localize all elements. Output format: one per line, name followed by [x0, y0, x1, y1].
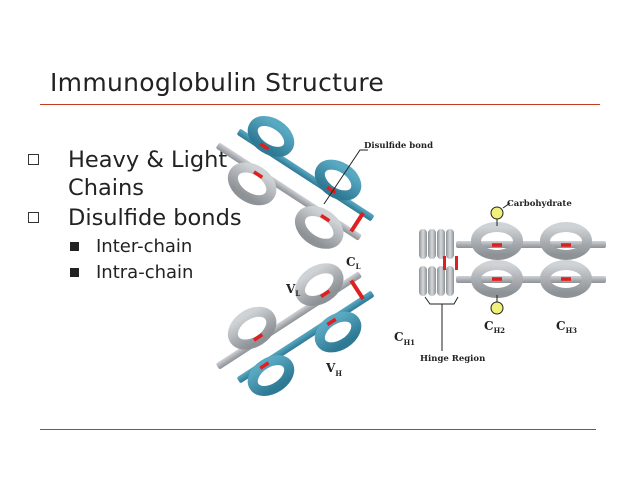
- ch2-label: CH2: [484, 319, 505, 335]
- bullet-list: Heavy & Light Chains Disulfide bonds Int…: [28, 146, 278, 286]
- bullet-item: Heavy & Light Chains: [28, 146, 278, 202]
- inter-chain-disulfide: [349, 279, 365, 301]
- lower-ch1-domain: [294, 261, 344, 307]
- upper-vl-domain: [247, 115, 295, 159]
- disulfide-bond-label: Disulfide bond: [364, 141, 433, 151]
- intra-chain-disulfide: [492, 243, 502, 247]
- ch3-label: CH3: [556, 319, 577, 335]
- hinge-region: [419, 229, 458, 296]
- title-divider: [40, 104, 600, 105]
- hinge-bracket: [424, 296, 459, 305]
- upper-fab-arm: [216, 104, 374, 261]
- sub-bullet-item: Inter-chain: [28, 234, 278, 260]
- vl-label: VL: [285, 282, 300, 298]
- footer-divider: [40, 429, 596, 430]
- sub-bullet-text: Intra-chain: [96, 262, 194, 283]
- carbohydrate-label: Carbohydrate: [507, 199, 572, 209]
- bullet-text: Heavy & Light Chains: [68, 147, 228, 201]
- upper-fc-chain: [456, 227, 606, 255]
- lower-fab-arm: [216, 251, 374, 408]
- lower-vl-domain: [247, 354, 295, 398]
- upper-carbohydrate-icon: [490, 206, 504, 220]
- intra-chain-disulfide: [561, 243, 571, 247]
- upper-hinge-coil: [419, 229, 454, 259]
- intra-chain-disulfide: [561, 277, 571, 281]
- disulfide-bond-leader: [323, 149, 368, 205]
- hinge-disulfide: [455, 256, 458, 270]
- lower-fc-chain: [456, 265, 606, 293]
- carbohydrate-group: [490, 206, 504, 315]
- intra-chain-disulfide: [492, 277, 502, 281]
- hollow-square-bullet-icon: [28, 212, 39, 223]
- vh-label: VH: [325, 361, 342, 378]
- hinge-disulfide: [443, 256, 446, 270]
- sub-bullet-text: Inter-chain: [96, 236, 193, 257]
- inter-chain-disulfide: [349, 211, 365, 233]
- carbohydrate-leader: [502, 202, 511, 209]
- lower-vh-domain: [227, 305, 277, 351]
- slide-title: Immunoglobulin Structure: [50, 68, 385, 97]
- sub-bullet-item: Intra-chain: [28, 260, 278, 286]
- hollow-square-bullet-icon: [28, 154, 39, 165]
- ch1-label: CH1: [394, 330, 415, 347]
- lower-cl-domain: [314, 310, 362, 354]
- lower-hinge-coil: [419, 266, 454, 296]
- upper-ch1-domain: [294, 204, 344, 250]
- bullet-item: Disulfide bonds: [28, 204, 278, 232]
- lower-carbohydrate-icon: [490, 301, 504, 315]
- filled-square-bullet-icon: [70, 268, 79, 277]
- filled-square-bullet-icon: [70, 242, 79, 251]
- upper-vh-domain: [227, 161, 277, 207]
- hinge-region-label: Hinge Region: [420, 354, 485, 364]
- upper-cl-domain: [314, 158, 362, 202]
- bullet-text: Disulfide bonds: [68, 205, 242, 231]
- cl-label: CL: [346, 255, 361, 271]
